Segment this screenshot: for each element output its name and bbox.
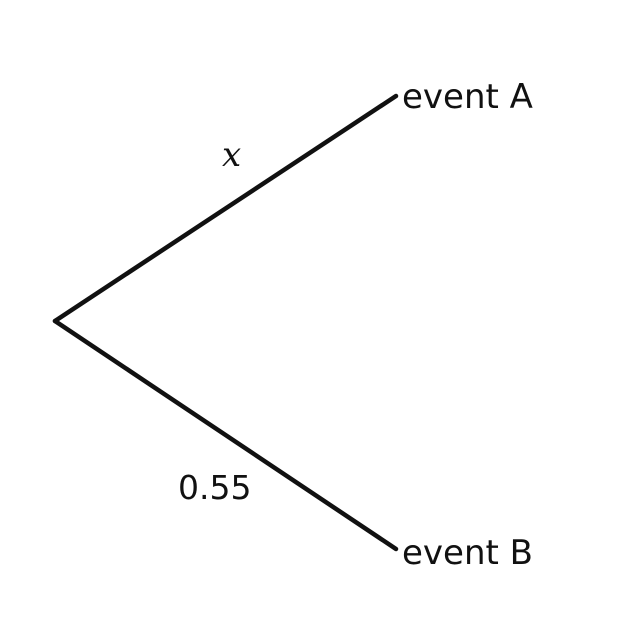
branch-line-event-b — [52, 318, 399, 552]
branch-line-event-a — [52, 93, 399, 324]
probability-label-event-b: 0.55 — [178, 468, 251, 507]
outcome-label-event-b: event B — [402, 533, 533, 573]
outcome-label-event-a: event A — [402, 77, 533, 117]
probability-label-event-a: x — [222, 135, 241, 175]
